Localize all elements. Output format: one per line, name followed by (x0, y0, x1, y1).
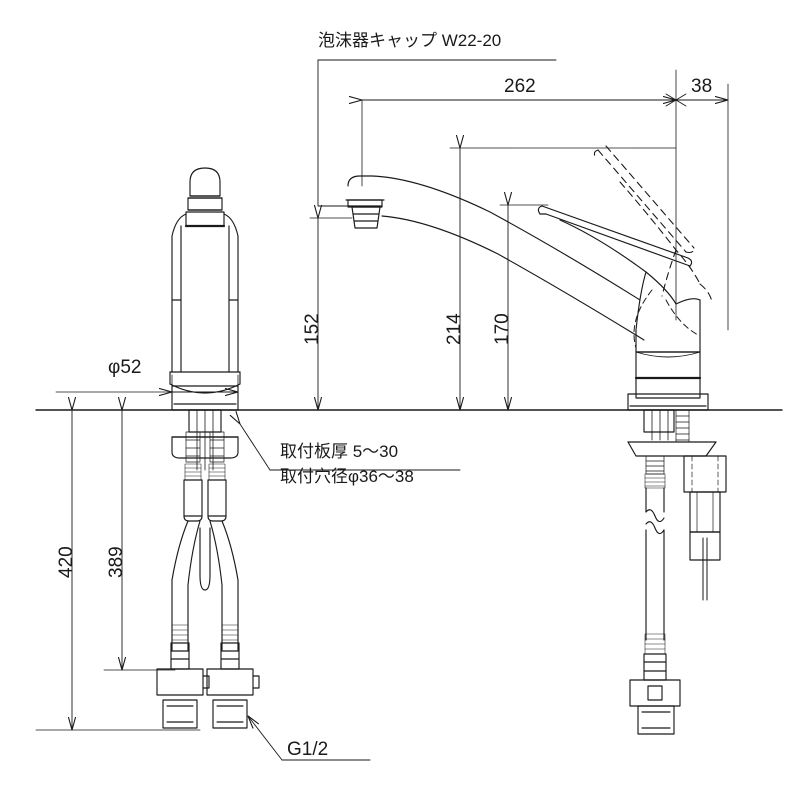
side-view-faucet (345, 145, 713, 411)
dimension-389 (103, 410, 176, 671)
dimension-label-214: 214 (444, 313, 465, 345)
dimension-214 (449, 148, 677, 411)
dimension-label-262: 262 (504, 76, 536, 97)
front-view-below-deck (156, 409, 260, 729)
dimension-label-phi52: φ52 (108, 357, 142, 378)
dimension-262-38 (362, 69, 729, 331)
dimension-152 (309, 218, 353, 411)
annotation-plate-thickness: 取付板厚 5〜30 (280, 442, 399, 461)
dimension-label-389: 389 (106, 546, 127, 578)
leader-mounting-notes (240, 424, 461, 471)
leader-g12 (248, 715, 371, 761)
annotation-aerator-cap: 泡沫器キャップ W22-20 (318, 31, 502, 50)
dimension-170 (499, 205, 549, 411)
dimension-label-170: 170 (492, 313, 513, 345)
dimension-420 (35, 410, 201, 731)
dimension-label-152: 152 (302, 313, 323, 345)
front-view-faucet (169, 167, 241, 411)
dimension-label-420: 420 (56, 546, 77, 578)
side-view-below-deck (627, 409, 727, 735)
annotation-g12-thread: G1/2 (287, 739, 329, 760)
dimension-label-38: 38 (691, 76, 713, 97)
annotation-hole-diameter: 取付穴径φ36〜38 (280, 467, 414, 486)
dimension-phi52 (55, 374, 239, 397)
